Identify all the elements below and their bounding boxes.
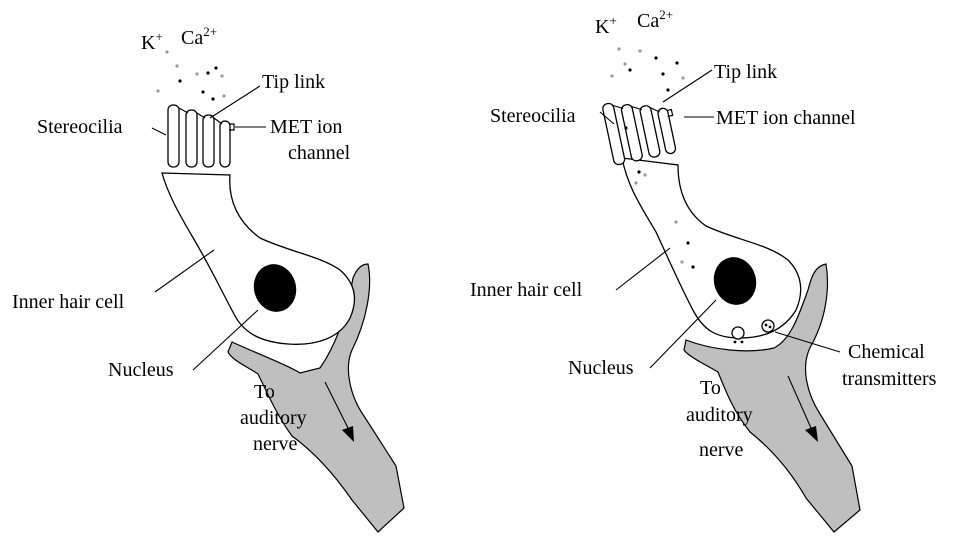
stereocilia-bundle [602,91,680,166]
transmitter-dot [734,341,737,344]
stereocilium [220,121,230,167]
calcium-ion [624,126,627,129]
panel-resting: K+ Ca2+ Tip link Stereocilia MET ion cha… [12,24,404,532]
tip-link-leader [663,70,712,102]
nerve-label-line3: nerve [699,439,744,461]
calcium-ion [666,88,669,91]
met-channel-label: MET ion channel [716,107,856,129]
tip-link-label: Tip link [714,61,777,83]
tip-link-leader [210,86,260,118]
potassium-ion [638,49,641,52]
tip-link-line [179,108,188,113]
vesicle [762,320,774,332]
potassium-ion [623,62,626,65]
calcium-ion [178,79,181,82]
potassium-ion [156,89,159,92]
potassium-ion [617,47,620,50]
potassium-ion [610,74,613,77]
stereocilium [168,105,179,167]
transmitter-dot [765,324,768,327]
calcium-ion [201,90,204,93]
tip-link-label: Tip link [262,71,325,93]
chemical-transmitters-label-line1: Chemical [848,341,925,363]
stereocilium [657,107,676,154]
potassium-label: K+ [141,29,163,54]
potassium-ion [681,76,684,79]
calcium-ion [211,97,214,100]
potassium-ion [222,94,225,97]
tip-link-line [214,118,222,124]
calcium-ion [214,66,217,69]
stereocilia-bundle [168,105,234,167]
nerve-label-line1: To [254,381,275,403]
calcium-ion [637,170,640,173]
met-channel-label-line2: channel [288,142,351,164]
potassium-ion [195,72,198,75]
stereocilium [203,115,214,167]
transmitter-dot [769,326,772,329]
transmitter-dot [741,341,744,344]
met-channel-label-line1: MET ion [270,116,342,138]
potassium-ion [220,74,223,77]
calcium-ion [206,71,209,74]
calcium-ion [661,72,664,75]
inner-hair-cell-leader [155,250,214,292]
inner-hair-cell-body [622,158,801,338]
potassium-ion [674,220,677,223]
chemical-transmitters-label-line2: transmitters [842,368,937,390]
calcium-ion [654,56,657,59]
nerve-label-line2: auditory [686,404,753,426]
ion-dots [156,50,225,100]
calcium-label: Ca2+ [637,7,673,32]
calcium-ion [691,265,694,268]
panel-stimulated: K+ Ca2+ Tip link Stereocilia MET ion cha… [470,7,937,532]
calcium-label: Ca2+ [181,24,217,49]
potassium-ion [175,64,178,67]
potassium-ion [634,181,637,184]
tip-link-line [197,113,205,118]
stereocilia-leader [152,128,166,135]
stereocilium [186,110,197,167]
nerve-label-line2: auditory [240,407,307,429]
inner-hair-cell-leader [616,248,670,290]
inner-hair-cell-label: Inner hair cell [470,279,583,301]
calcium-ion [686,241,689,244]
inner-hair-cell-label: Inner hair cell [12,291,125,313]
potassium-ion [165,50,168,53]
potassium-ion [680,260,683,263]
stereocilia-label: Stereocilia [490,105,576,127]
nucleus-label: Nucleus [108,359,174,381]
nerve-label-line1: To [700,377,721,399]
vesicle [732,327,744,339]
nerve-label-line3: nerve [253,433,298,455]
potassium-ion [643,173,646,176]
inner-hair-cell-body [162,173,355,344]
stereocilia-label: Stereocilia [37,116,123,138]
calcium-ion [675,61,678,64]
calcium-ion [628,68,631,71]
potassium-label: K+ [595,13,617,38]
nucleus-label: Nucleus [568,357,634,379]
